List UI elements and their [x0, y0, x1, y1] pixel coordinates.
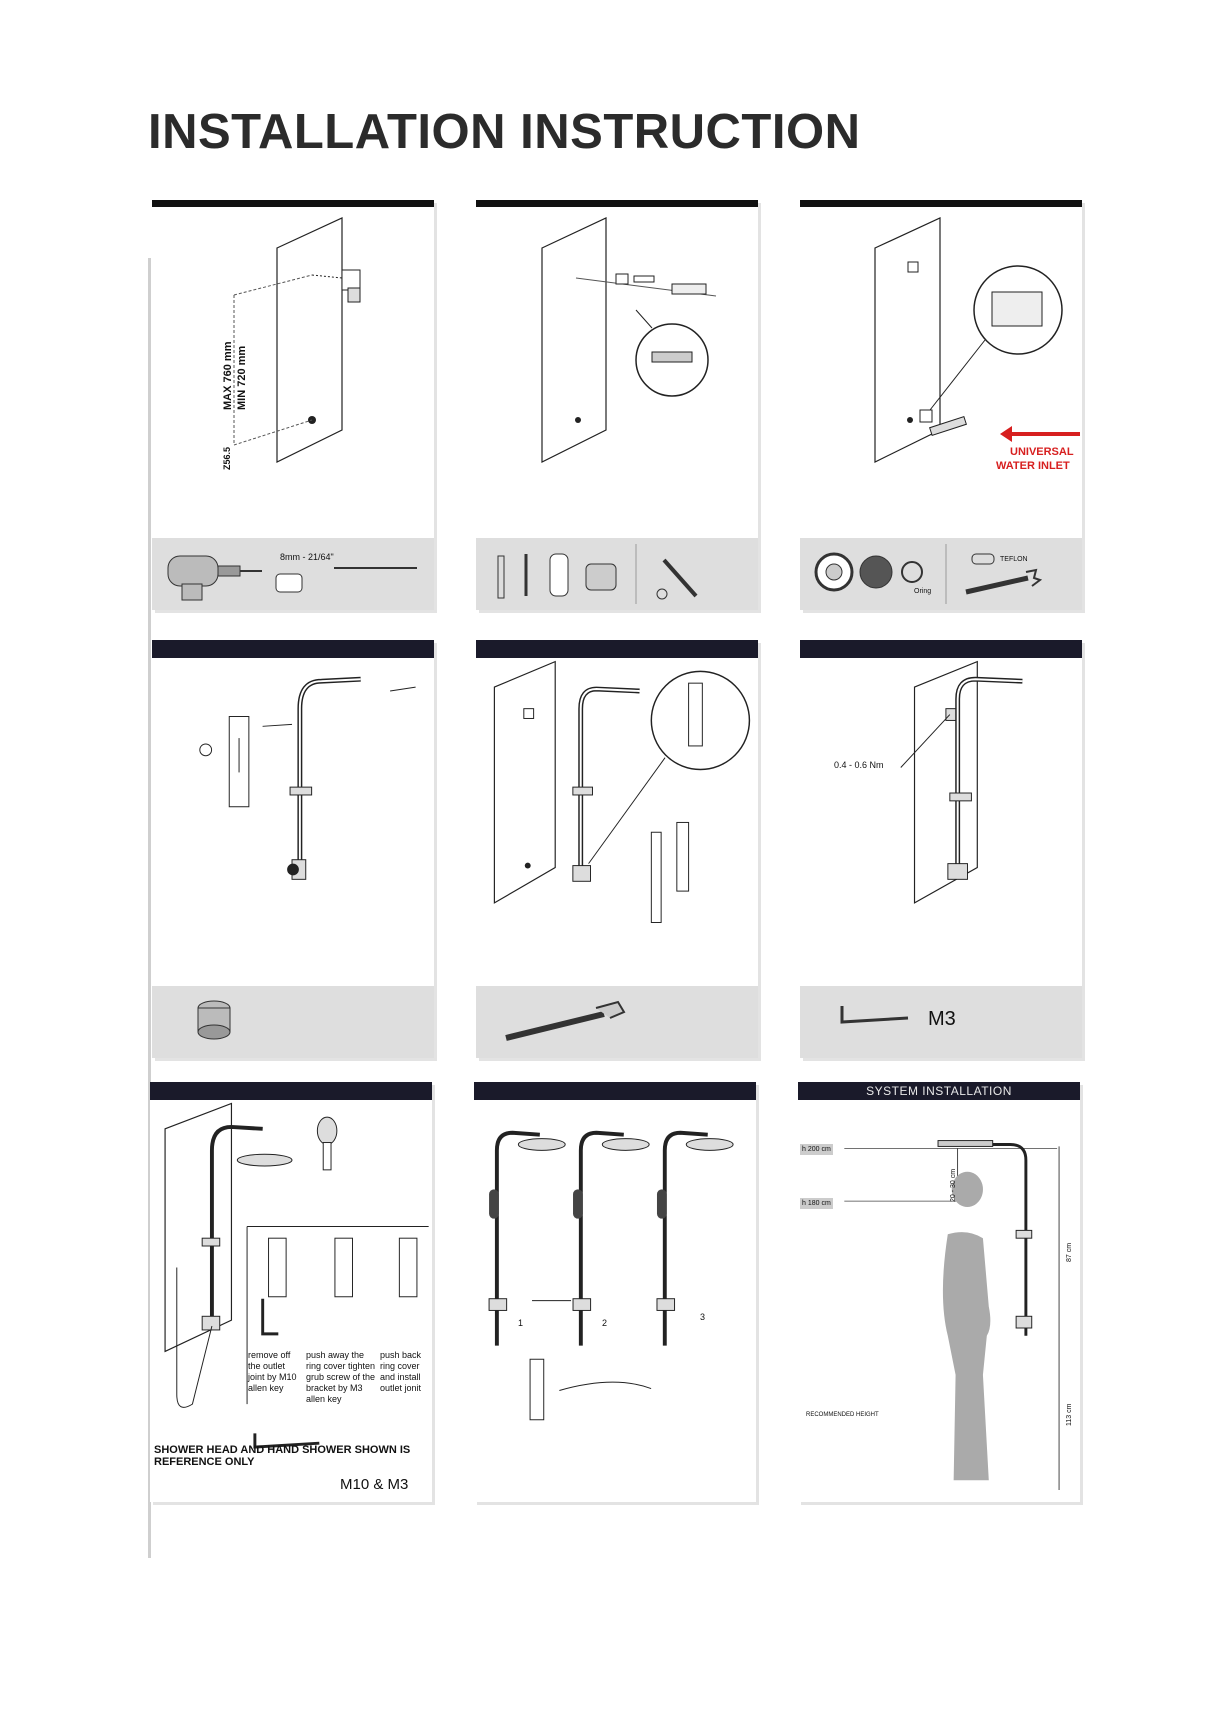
column-mounting-diagram [493, 660, 751, 923]
adjustment-sequence-diagram [488, 1130, 734, 1421]
height-guide-diagram [844, 1140, 1060, 1491]
step-3-text: push back ring cover and install outlet … [380, 1350, 422, 1393]
oring-label: Oring [914, 588, 932, 595]
dimension-max: MAX 760 mm [222, 341, 234, 410]
wall-drilling-diagram [233, 217, 361, 463]
wall-plug-diagram [541, 217, 717, 463]
reference-note: SHOWER HEAD AND HAND SHOWER SHOWN IS REF… [154, 1444, 411, 1468]
seals-wrench-icons [814, 544, 1043, 604]
recommended-height-label: RECOMMENDED HEIGHT [806, 1412, 879, 1418]
panel-bar [474, 1082, 756, 1100]
left-margin-rule [148, 258, 151, 1558]
key-size-label: M3 [928, 1008, 956, 1030]
tools-strip [152, 986, 434, 1058]
panel-step-4 [152, 640, 434, 1058]
panel-step-3: UNIVERSAL WATER INLET Oring TEFLON [800, 200, 1082, 610]
panel-bar [800, 200, 1082, 207]
pipe-wrench-icon [505, 1000, 626, 1041]
inlet-label-1: UNIVERSAL [1010, 446, 1074, 458]
panel-step-1: MAX 760 mm MIN 720 mm Z56.5 8mm - 21/64" [152, 200, 434, 610]
key-sizes-label: M10 & M3 [340, 1476, 409, 1493]
panel-step-2 [476, 200, 758, 610]
distance-113-label: 113 cm [1066, 1403, 1073, 1426]
height-180-label: h 180 cm [800, 1198, 833, 1209]
allen-key-icon [840, 1006, 909, 1024]
distance-20-30-label: 20 - 30 cm [950, 1168, 957, 1202]
drill-size-label: 8mm - 21/64" [280, 552, 334, 562]
torque-label: 0.4 - 0.6 Nm [834, 760, 884, 770]
tools-strip: 8mm - 21/64" [152, 538, 434, 610]
page-title: INSTALLATION INSTRUCTION [148, 105, 861, 159]
step-number-1: 1 [518, 1318, 524, 1328]
panel-bar [798, 1082, 1080, 1100]
panel-bar [800, 640, 1082, 658]
fitting-icon [197, 1000, 231, 1040]
panel-step-8: 1 2 3 [474, 1082, 756, 1502]
dimension-min: MIN 720 mm [236, 345, 248, 410]
inlet-label-2: WATER INLET [996, 460, 1070, 472]
panel-bar [152, 640, 434, 658]
panel-bar [152, 200, 434, 207]
step-number-2: 2 [602, 1318, 608, 1328]
tools-strip [476, 538, 758, 610]
tools-strip: Oring TEFLON [800, 538, 1082, 610]
step-2-text: push away the ring cover tighten grub sc… [306, 1350, 376, 1404]
system-installation-header: SYSTEM INSTALLATION [866, 1084, 1012, 1098]
step-number-3: 3 [700, 1312, 706, 1322]
distance-87-label: 87 cm [1066, 1242, 1073, 1262]
teflon-label: TEFLON [1000, 556, 1028, 563]
panel-step-7: remove off the outlet joint by M10 allen… [150, 1082, 432, 1502]
panel-step-5 [476, 640, 758, 1058]
tools-strip: M3 [800, 986, 1082, 1058]
panel-system-installation: SYSTEM INSTALLATION h 200 cm h 180 cm 20… [798, 1082, 1080, 1502]
dimension-side: Z56.5 [222, 446, 232, 470]
tightening-diagram [900, 660, 1023, 904]
panel-bar [476, 200, 758, 207]
panel-bar [150, 1082, 432, 1100]
column-assembly-diagram [199, 676, 416, 880]
panel-step-6: 0.4 - 0.6 Nm M3 [800, 640, 1082, 1058]
height-200-label: h 200 cm [800, 1144, 833, 1155]
step-1-text: remove off the outlet joint by M10 allen… [248, 1350, 297, 1393]
tools-strip [476, 986, 758, 1058]
screw-plug-screwdriver-icons [497, 544, 698, 604]
head-and-hand-shower-diagram [164, 1102, 429, 1449]
drill-icon [167, 555, 417, 601]
panel-bar [476, 640, 758, 658]
inlet-connection-diagram [874, 217, 1080, 463]
